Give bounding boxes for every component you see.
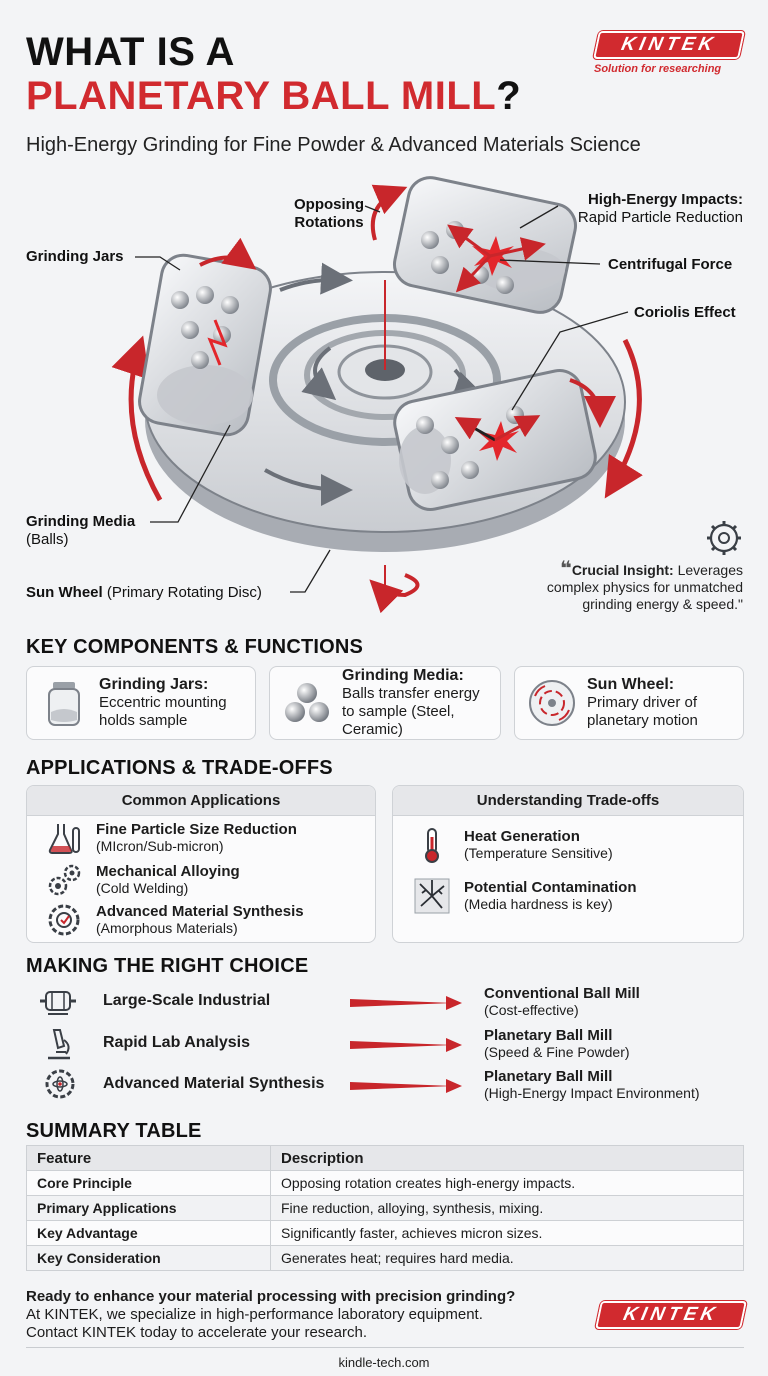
title-highlight: PLANETARY BALL MILL bbox=[26, 74, 497, 118]
panel-common-applications: Common Applications bbox=[26, 785, 376, 943]
footer-website-link[interactable]: kindle-tech.com bbox=[338, 1355, 430, 1370]
label-sun-wheel: Sun Wheel (Primary Rotating Disc) bbox=[26, 584, 262, 601]
sun-wheel-icon bbox=[529, 680, 575, 726]
balls-icon bbox=[285, 683, 329, 722]
thermometer-icon bbox=[425, 828, 439, 863]
component-text: Grinding Jars:Eccentric mounting holds s… bbox=[99, 676, 227, 729]
industrial-mill-icon bbox=[40, 991, 76, 1015]
table-cell-feature: Key Consideration bbox=[26, 1245, 271, 1271]
summary-table: Feature Description Core Principle Oppos… bbox=[26, 1145, 744, 1271]
label-coriolis-effect: Coriolis Effect bbox=[634, 304, 736, 321]
choice-result: Conventional Ball Mill(Cost-effective) bbox=[484, 985, 640, 1018]
crack-icon bbox=[414, 878, 450, 914]
section-key-components: KEY COMPONENTS & FUNCTIONS bbox=[26, 636, 364, 658]
component-text: Grinding Media:Balls transfer energy to … bbox=[342, 667, 480, 738]
choice-arrows bbox=[350, 996, 462, 1093]
table-cell-description: Fine reduction, alloying, synthesis, mix… bbox=[270, 1195, 744, 1221]
flask-icon bbox=[48, 824, 80, 854]
component-text: Sun Wheel:Primary driver of planetary mo… bbox=[587, 676, 698, 729]
jar-icon bbox=[48, 682, 80, 726]
arrow-right-icon bbox=[350, 1041, 454, 1049]
planetary-mill-diagram bbox=[111, 176, 741, 614]
table-cell-feature: Core Principle bbox=[26, 1170, 271, 1196]
application-item: Fine Particle Size Reduction(MIcron/Sub-… bbox=[44, 818, 297, 858]
page-title-line1: WHAT IS A bbox=[26, 30, 235, 74]
table-row: Primary Applications Fine reduction, all… bbox=[26, 1195, 744, 1221]
quote-icon: ❝ bbox=[560, 558, 572, 580]
footer-divider bbox=[26, 1347, 744, 1348]
tradeoff-item: Potential Contamination(Media hardness i… bbox=[412, 876, 637, 916]
section-applications: APPLICATIONS & TRADE-OFFS bbox=[26, 757, 333, 779]
component-card-sun-wheel: Sun Wheel:Primary driver of planetary mo… bbox=[514, 666, 744, 740]
choice-result: Planetary Ball Mill(High-Energy Impact E… bbox=[484, 1068, 700, 1101]
footer-cta: Ready to enhance your material processin… bbox=[26, 1288, 516, 1341]
insight-gear-icon bbox=[707, 521, 741, 555]
arrow-right-icon bbox=[350, 999, 454, 1007]
grinding-jar-bottom bbox=[393, 369, 616, 511]
choice-result: Planetary Ball Mill(Speed & Fine Powder) bbox=[484, 1027, 630, 1060]
choice-need: Advanced Material Synthesis bbox=[103, 1075, 325, 1092]
panel-header: Common Applications bbox=[27, 786, 375, 816]
column-header: Feature bbox=[26, 1145, 271, 1171]
gear-target-icon bbox=[48, 904, 80, 936]
gear-atom-icon bbox=[45, 1069, 75, 1099]
application-item: Mechanical Alloying(Cold Welding) bbox=[44, 860, 240, 900]
arrow-right-icon bbox=[350, 1082, 454, 1090]
column-header: Description bbox=[270, 1145, 744, 1171]
gears-icon bbox=[48, 864, 81, 896]
outer-rotation-arrow-icon bbox=[604, 338, 643, 499]
leader-lines bbox=[135, 205, 629, 593]
table-cell-description: Generates heat; requires hard media. bbox=[270, 1245, 744, 1271]
label-grinding-media: Grinding Media(Balls) bbox=[26, 513, 136, 548]
page-title-line2: PLANETARY BALL MILL? bbox=[26, 74, 521, 118]
table-row: Key Advantage Significantly faster, achi… bbox=[26, 1220, 744, 1246]
microscope-icon bbox=[48, 1029, 70, 1060]
panel-tradeoffs: Understanding Trade-offs bbox=[392, 785, 744, 943]
component-card-grinding-jars: Grinding Jars:Eccentric mounting holds s… bbox=[26, 666, 256, 740]
table-cell-description: Opposing rotation creates high-energy im… bbox=[270, 1170, 744, 1196]
footer-kintek-logo: KINTEK bbox=[595, 1301, 747, 1329]
table-row: Key Consideration Generates heat; requir… bbox=[26, 1245, 744, 1271]
panel-header: Understanding Trade-offs bbox=[393, 786, 743, 816]
logo-tagline: Solution for researching bbox=[594, 63, 722, 75]
disc-arrow-icon bbox=[301, 346, 337, 401]
table-cell-description: Significantly faster, achieves micron si… bbox=[270, 1220, 744, 1246]
title-question-mark: ? bbox=[496, 74, 522, 118]
choice-need: Rapid Lab Analysis bbox=[103, 1034, 250, 1051]
grinding-jar-left bbox=[138, 237, 272, 437]
disc-arrow-icon bbox=[264, 468, 353, 506]
outer-rotation-arrow-icon bbox=[111, 335, 163, 502]
component-card-grinding-media: Grinding Media:Balls transfer energy to … bbox=[269, 666, 501, 740]
bottom-rotation-arrow-icon bbox=[369, 573, 420, 614]
section-right-choice: MAKING THE RIGHT CHOICE bbox=[26, 955, 309, 977]
label-opposing-rotations: Opposing Rotations bbox=[294, 196, 364, 231]
crucial-insight: ❝Crucial Insight: Leverages complex phys… bbox=[546, 558, 743, 612]
tradeoff-item: Heat Generation(Temperature Sensitive) bbox=[412, 825, 613, 865]
label-high-energy-impacts: High-Energy Impacts:Rapid Particle Reduc… bbox=[577, 191, 743, 226]
label-grinding-jars: Grinding Jars bbox=[26, 248, 124, 265]
application-item: Advanced Material Synthesis(Amorphous Ma… bbox=[44, 900, 304, 940]
section-summary-table: SUMMARY TABLE bbox=[26, 1120, 202, 1142]
page-subtitle: High-Energy Grinding for Fine Powder & A… bbox=[26, 134, 641, 156]
table-cell-feature: Key Advantage bbox=[26, 1220, 271, 1246]
table-row: Core Principle Opposing rotation creates… bbox=[26, 1170, 744, 1196]
label-centrifugal-force: Centrifugal Force bbox=[608, 256, 733, 273]
table-cell-feature: Primary Applications bbox=[26, 1195, 271, 1221]
kintek-logo: KINTEK bbox=[593, 31, 745, 59]
choice-need: Large-Scale Industrial bbox=[103, 992, 271, 1009]
disc-arrow-icon bbox=[279, 262, 353, 295]
table-header-row: Feature Description bbox=[26, 1145, 744, 1171]
